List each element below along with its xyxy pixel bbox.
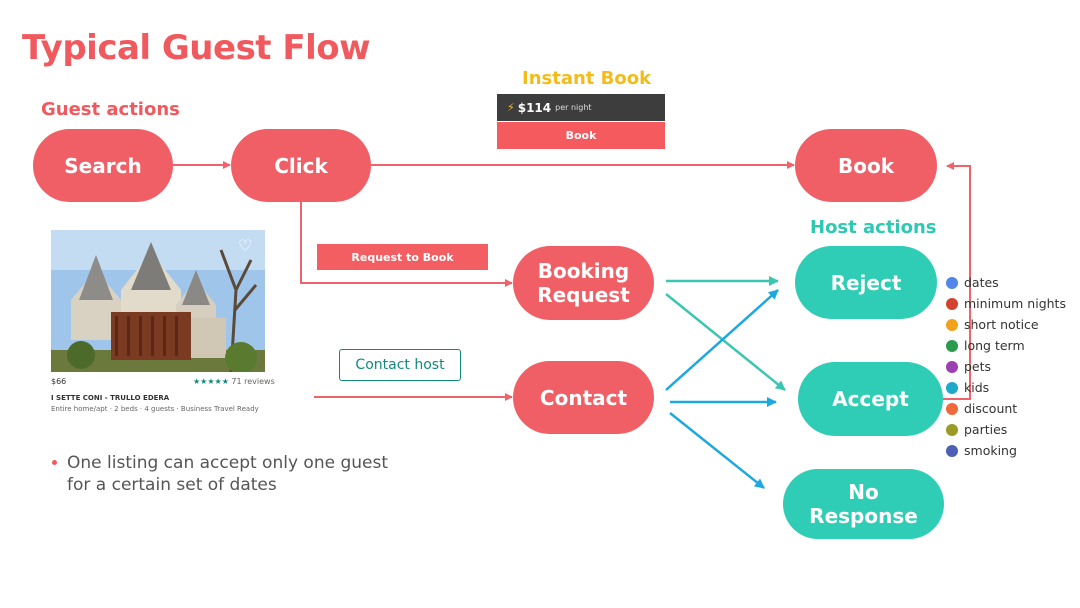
instant-book-price-bar: ⚡ $114 per night xyxy=(497,94,665,121)
bullet-note: One listing can accept only one guest fo… xyxy=(67,453,388,495)
legend-item: parties xyxy=(946,419,1066,440)
book-node: Book xyxy=(795,129,937,202)
star-rating-icons: ★★★★★ xyxy=(193,377,229,386)
legend-label: short notice xyxy=(964,317,1039,332)
legend-label: smoking xyxy=(964,443,1017,458)
listing-photo[interactable] xyxy=(51,230,265,372)
arrow-booking-request-to-accept xyxy=(665,293,786,391)
bullet-dot xyxy=(52,460,57,465)
legend-item: discount xyxy=(946,398,1066,419)
legend-label: dates xyxy=(964,275,999,290)
reject-node: Reject xyxy=(795,246,937,319)
legend-dot xyxy=(946,423,958,436)
legend-label: parties xyxy=(964,422,1008,437)
contact-node: Contact xyxy=(513,361,654,434)
listing-price: $66 xyxy=(51,377,67,386)
accept-node: Accept xyxy=(798,362,943,436)
legend-label: kids xyxy=(964,380,990,395)
legend-dot xyxy=(946,276,958,289)
heart-icon[interactable]: ♡ xyxy=(238,236,253,255)
legend-label: pets xyxy=(964,359,992,374)
legend-label: long term xyxy=(964,338,1025,353)
legend-item: pets xyxy=(946,356,1066,377)
booking-request-node: Booking Request xyxy=(513,246,654,320)
search-node: Search xyxy=(33,129,173,202)
arrow-contact-to-no-response xyxy=(669,412,765,489)
instant-book-button[interactable]: Book xyxy=(497,122,665,149)
instant-book-per-night: per night xyxy=(555,103,592,112)
legend-dot xyxy=(946,402,958,415)
legend-item: minimum nights xyxy=(946,293,1066,314)
legend-item: kids xyxy=(946,377,1066,398)
no-response-node: No Response xyxy=(783,469,944,539)
listing-reviews: 71 reviews xyxy=(231,377,275,386)
listing-rating: ★★★★★ 71 reviews xyxy=(193,377,275,386)
click-node: Click xyxy=(231,129,371,202)
instant-book-label: Instant Book xyxy=(522,68,652,89)
host-actions-label: Host actions xyxy=(810,217,937,238)
guest-actions-label: Guest actions xyxy=(41,99,180,120)
legend-dot xyxy=(946,381,958,394)
legend-dot xyxy=(946,444,958,457)
request-to-book-button[interactable]: Request to Book xyxy=(317,244,488,270)
legend-dot xyxy=(946,360,958,373)
listing-details: Entire home/apt · 2 beds · 4 guests · Bu… xyxy=(51,405,259,413)
arrow-accept-to-book xyxy=(943,162,971,400)
lightning-icon: ⚡ xyxy=(507,101,515,114)
listing-name[interactable]: I SETTE CONI - TRULLO EDERA xyxy=(51,394,170,402)
arrow-contact-to-reject xyxy=(665,289,779,391)
legend-dot xyxy=(946,318,958,331)
rejection-reasons-legend: dates minimum nights short notice long term… xyxy=(946,272,1066,461)
contact-host-button[interactable]: Contact host xyxy=(339,349,461,381)
legend-label: discount xyxy=(964,401,1018,416)
legend-label: minimum nights xyxy=(964,296,1066,311)
legend-item: smoking xyxy=(946,440,1066,461)
arrow-click-to-booking-request xyxy=(300,202,513,287)
page-title: Typical Guest Flow xyxy=(22,28,371,68)
legend-item: short notice xyxy=(946,314,1066,335)
legend-item: dates xyxy=(946,272,1066,293)
instant-book-price: $114 xyxy=(517,100,552,115)
legend-item: long term xyxy=(946,335,1066,356)
legend-dot xyxy=(946,297,958,310)
legend-dot xyxy=(946,339,958,352)
